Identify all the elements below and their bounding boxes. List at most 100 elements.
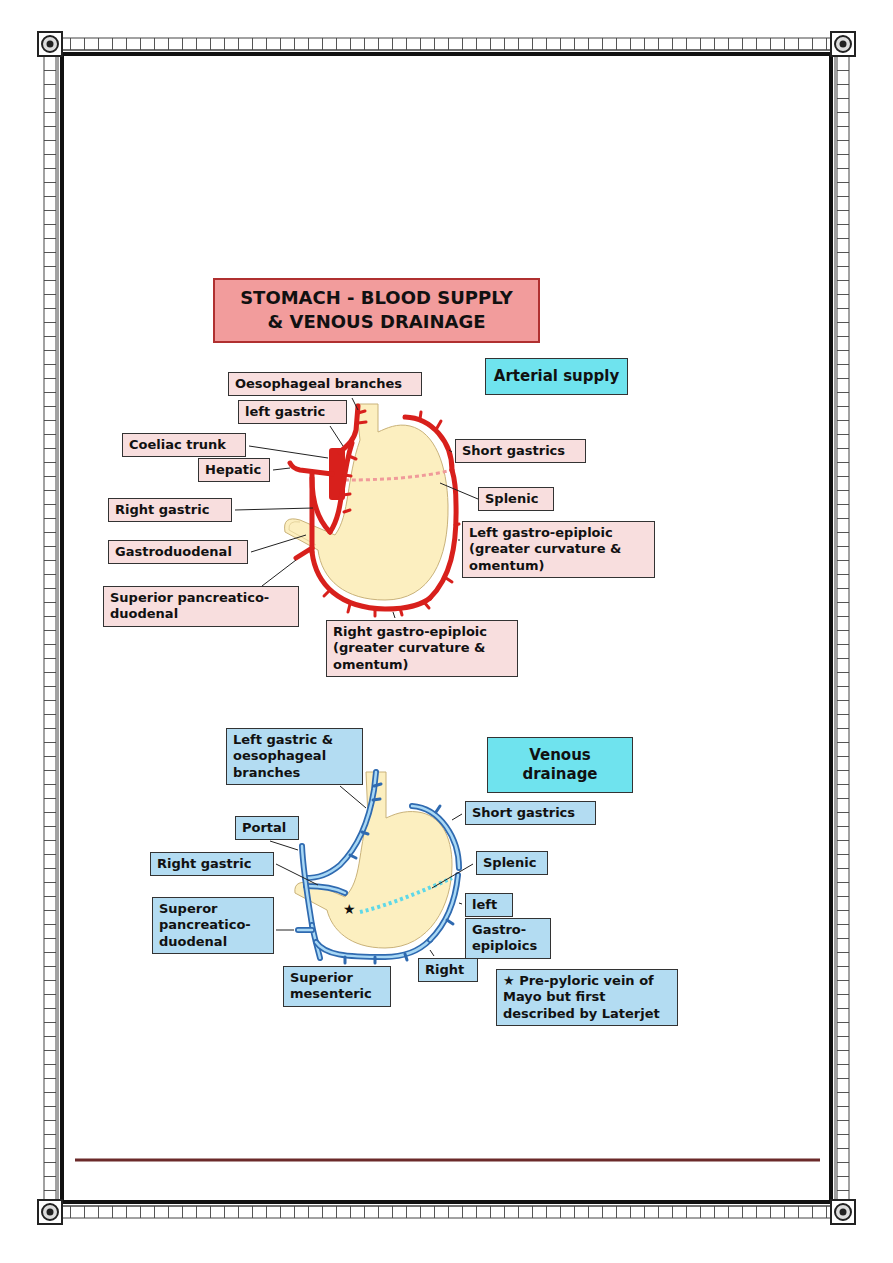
page-frame <box>831 1200 855 1224</box>
arteries <box>430 470 456 598</box>
label-text: Arterial supply <box>492 367 621 386</box>
page-frame <box>47 41 54 48</box>
label-text: Left gastro-epiploic (greater curvature … <box>469 525 648 574</box>
veins <box>447 920 453 924</box>
leader-lines <box>270 841 298 850</box>
label-text: ★ Pre-pyloric vein of Mayo but first des… <box>503 973 671 1022</box>
veins <box>298 929 312 932</box>
leader-lines <box>440 483 478 499</box>
arteries <box>312 552 430 609</box>
page-frame <box>56 1206 837 1218</box>
arteries <box>324 411 459 616</box>
veins <box>362 832 368 834</box>
label-text: Oesophageal branches <box>235 376 415 392</box>
arteries <box>290 406 459 616</box>
artery-label: Gastroduodenal <box>108 540 248 564</box>
artery-label: left gastric <box>238 400 347 424</box>
page-frame <box>44 52 56 1204</box>
arteries <box>349 456 356 459</box>
veins <box>298 927 312 933</box>
veins <box>298 772 459 963</box>
leader-lines <box>449 450 452 452</box>
leader-lines <box>393 612 395 618</box>
page-frame <box>831 32 855 56</box>
leader-lines <box>249 446 328 458</box>
page-frame <box>38 32 855 1224</box>
veins <box>350 855 356 858</box>
page-frame <box>835 36 851 52</box>
leader-lines <box>340 786 366 808</box>
page-frame <box>831 1200 855 1224</box>
vein-label: Superor pancreatico-duodenal <box>152 897 274 954</box>
artery-label: Splenic <box>478 487 554 511</box>
label-text: left <box>472 897 506 913</box>
page-frame <box>840 41 847 48</box>
venous-stomach <box>295 772 452 948</box>
page-frame <box>56 38 837 50</box>
label-text: left gastric <box>245 404 340 420</box>
arterial-stomach <box>285 404 448 600</box>
veins <box>374 784 381 786</box>
arteries <box>344 510 350 512</box>
arteries <box>446 578 452 582</box>
leader-lines <box>430 950 434 956</box>
arteries <box>400 608 402 615</box>
veins <box>430 875 458 940</box>
label-text: Left gastric & oesophageal branches <box>233 732 356 781</box>
leader-lines <box>352 398 358 410</box>
veins <box>412 806 459 868</box>
venous-stomach <box>295 772 452 948</box>
arterial-stomach <box>285 404 452 600</box>
veins <box>305 772 376 878</box>
leader-lines <box>251 535 306 552</box>
arteries <box>358 411 365 413</box>
veins <box>374 957 377 963</box>
label-text: Venous drainage <box>494 746 626 784</box>
page-frame <box>42 1204 58 1220</box>
veins <box>302 846 312 925</box>
page-frame <box>835 1204 851 1220</box>
vein-label: Short gastrics <box>465 801 596 825</box>
label-text: Portal <box>242 820 292 836</box>
label-text: Right <box>425 962 471 978</box>
leader-lines <box>330 426 343 446</box>
veins <box>436 806 440 812</box>
label-text: Superior mesenteric <box>290 970 384 1003</box>
vein-label: Splenic <box>476 851 548 875</box>
vein-label: Left gastric & oesophageal branches <box>226 728 363 785</box>
veins <box>373 799 380 800</box>
arterial-stomach <box>345 470 452 480</box>
artery-label: Left gastro-epiploic (greater curvature … <box>462 521 655 578</box>
vein-label: left <box>465 893 513 917</box>
veins <box>345 784 453 963</box>
arteries <box>296 548 312 558</box>
arteries <box>455 524 459 525</box>
page-frame <box>42 36 58 52</box>
arteries <box>424 602 429 608</box>
page-frame <box>38 1200 62 1224</box>
page-frame <box>38 32 62 56</box>
arteries <box>312 478 330 532</box>
section-heading: Venous drainage <box>487 737 633 793</box>
veins <box>412 806 459 868</box>
arteries <box>358 422 366 423</box>
leader-lines <box>273 468 290 470</box>
vein-label: Right gastric <box>150 852 274 876</box>
page-frame <box>840 1209 847 1216</box>
arteries <box>324 590 330 596</box>
label-text: Right gastric <box>115 502 225 518</box>
leader-lines <box>235 398 478 618</box>
arteries <box>374 609 377 616</box>
artery-label: Oesophageal branches <box>228 372 422 396</box>
label-text: Gastroduodenal <box>115 544 241 560</box>
leader-lines <box>458 540 460 541</box>
arteries <box>310 474 315 552</box>
veins <box>305 772 376 878</box>
veins <box>316 940 430 957</box>
veins <box>430 875 458 940</box>
leader-lines <box>235 508 313 510</box>
page-frame <box>38 32 62 56</box>
vein-label: Right <box>418 958 478 982</box>
